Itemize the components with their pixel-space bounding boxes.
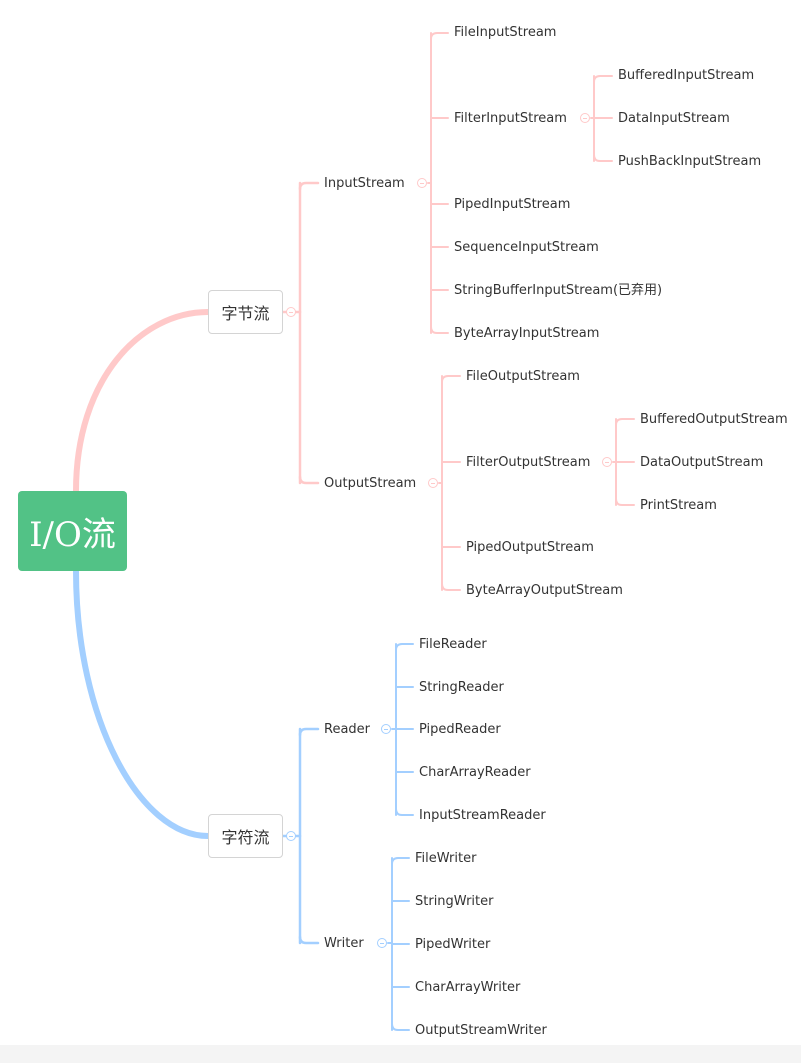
reader-children-connector: [395, 643, 414, 651]
input-children-connector: [430, 32, 449, 40]
filter-input-child-node[interactable]: BufferedInputStream: [618, 68, 755, 83]
char-level2-connector: [298, 935, 320, 945]
collapse-toggle-icon[interactable]: [377, 938, 387, 948]
reader-child-node[interactable]: FileReader: [419, 637, 487, 652]
reader-node[interactable]: Reader: [324, 722, 371, 737]
footer-bar: [0, 1045, 801, 1063]
filter-input-child-node[interactable]: DataInputStream: [618, 111, 730, 126]
output-children-connector: [441, 375, 461, 383]
filter-output-children-connector: [615, 498, 635, 506]
collapse-toggle-icon[interactable]: [602, 457, 612, 467]
reader-child-node[interactable]: CharArrayReader: [419, 765, 531, 780]
writer-child-node[interactable]: CharArrayWriter: [415, 980, 521, 995]
writer-child-node[interactable]: PipedWriter: [415, 937, 491, 952]
writer-children-connector: [391, 857, 410, 865]
collapse-toggle-icon[interactable]: [428, 478, 438, 488]
input-children-connector: [430, 326, 449, 334]
filter-output-child-node[interactable]: PrintStream: [640, 498, 717, 513]
collapse-toggle-icon[interactable]: [286, 831, 296, 841]
root-node[interactable]: I/O流: [18, 491, 127, 571]
input-child-node[interactable]: FilterInputStream: [454, 111, 567, 126]
writer-child-node[interactable]: FileWriter: [415, 851, 477, 866]
input-child-node[interactable]: SequenceInputStream: [454, 240, 599, 255]
writer-child-node[interactable]: StringWriter: [415, 894, 494, 909]
filter-output-children-connector: [615, 418, 635, 426]
byte-branch-curve: [73, 309, 211, 494]
output-child-node[interactable]: PipedOutputStream: [466, 540, 594, 555]
reader-child-node[interactable]: InputStreamReader: [419, 808, 546, 823]
collapse-toggle-icon[interactable]: [381, 724, 391, 734]
input-child-node[interactable]: FileInputStream: [454, 25, 557, 40]
char-branch-curve: [73, 568, 211, 839]
output-child-node[interactable]: ByteArrayOutputStream: [466, 583, 623, 598]
input-child-node[interactable]: StringBufferInputStream(已弃用): [454, 283, 663, 298]
byte-stream-node[interactable]: 字节流: [208, 290, 283, 334]
reader-child-node[interactable]: StringReader: [419, 680, 504, 695]
byte-level2-connector: [298, 181, 320, 191]
input-child-node[interactable]: ByteArrayInputStream: [454, 326, 600, 341]
output-child-node[interactable]: FileOutputStream: [466, 369, 580, 384]
filter-input-children-connector: [593, 75, 613, 83]
output-stream-node[interactable]: OutputStream: [324, 476, 417, 491]
output-children-connector: [441, 583, 461, 591]
filter-input-children-connector: [593, 154, 613, 162]
reader-child-node[interactable]: PipedReader: [419, 722, 501, 737]
filter-output-child-node[interactable]: BufferedOutputStream: [640, 412, 788, 427]
filter-output-child-node[interactable]: DataOutputStream: [640, 455, 764, 470]
byte-level2-connector: [298, 475, 320, 485]
reader-children-connector: [395, 808, 414, 816]
collapse-toggle-icon[interactable]: [580, 113, 590, 123]
input-stream-node[interactable]: InputStream: [324, 176, 405, 191]
output-child-node[interactable]: FilterOutputStream: [466, 455, 591, 470]
writer-children-connector: [391, 1023, 410, 1031]
char-level2-connector: [298, 727, 320, 737]
writer-node[interactable]: Writer: [324, 936, 364, 951]
collapse-toggle-icon[interactable]: [286, 307, 296, 317]
filter-input-child-node[interactable]: PushBackInputStream: [618, 154, 762, 169]
input-child-node[interactable]: PipedInputStream: [454, 197, 571, 212]
collapse-toggle-icon[interactable]: [417, 178, 427, 188]
char-stream-node[interactable]: 字符流: [208, 814, 283, 858]
writer-child-node[interactable]: OutputStreamWriter: [415, 1023, 547, 1038]
